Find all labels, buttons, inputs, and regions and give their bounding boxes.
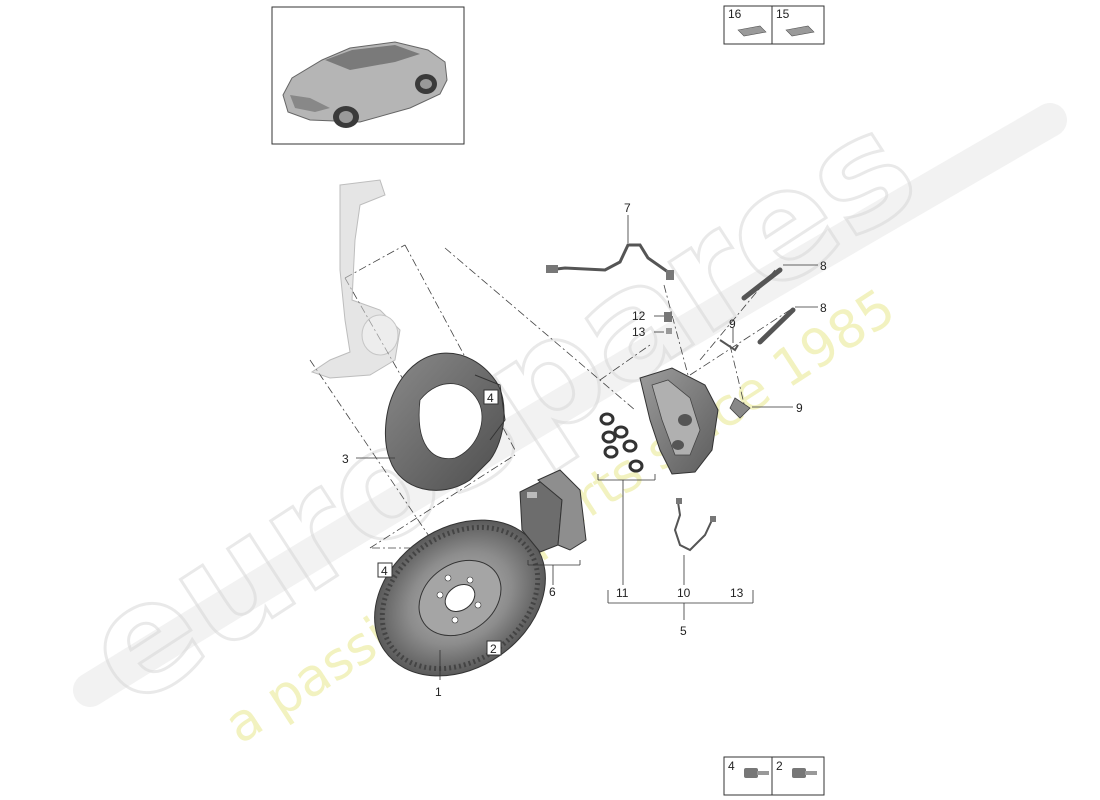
callout-box-2 xyxy=(486,640,502,656)
screw-icon xyxy=(744,768,769,778)
callout-9-upper: 9 xyxy=(729,317,736,331)
callout-1: 1 xyxy=(435,685,442,699)
ref-label-15: 15 xyxy=(776,7,790,21)
bleed-screw xyxy=(664,312,672,334)
brake-hose xyxy=(546,243,674,280)
vehicle-thumbnail xyxy=(271,6,465,145)
leader-lines xyxy=(356,215,818,680)
callout-2: 2 xyxy=(490,642,497,656)
callout-8-upper: 8 xyxy=(820,259,827,273)
callout-13-lower: 13 xyxy=(730,586,744,600)
screw-icon xyxy=(792,768,817,778)
shim-icon xyxy=(785,25,815,37)
callout-3: 3 xyxy=(342,452,349,466)
callout-11: 11 xyxy=(616,586,629,600)
callout-12: 12 xyxy=(632,309,646,323)
callout-5: 5 xyxy=(680,624,687,638)
ref-label-2: 2 xyxy=(776,759,783,773)
wear-sensor xyxy=(673,498,716,552)
steering-knuckle xyxy=(310,179,401,379)
callout-10: 10 xyxy=(677,586,691,600)
callout-7: 7 xyxy=(624,201,631,215)
callout-4-upper: 4 xyxy=(487,391,494,405)
callout-9-lower: 9 xyxy=(796,401,803,415)
callout-6: 6 xyxy=(549,585,556,599)
brake-caliper xyxy=(639,367,719,475)
ref-label-4: 4 xyxy=(728,759,735,773)
callout-4-lower: 4 xyxy=(381,564,388,578)
callout-labels: 1 2 3 4 4 5 6 7 8 8 9 9 10 11 12 13 13 xyxy=(342,201,827,699)
callout-8-lower: 8 xyxy=(820,301,827,315)
watermark: eurospares a passion for parts since 198… xyxy=(53,76,1067,756)
car-suv-icon xyxy=(282,41,448,128)
callout-box-4-lower xyxy=(377,562,393,578)
callout-13-upper: 13 xyxy=(632,325,646,339)
piston-seals xyxy=(599,412,644,473)
reference-box-top: 16 15 xyxy=(723,5,825,45)
brake-dust-shield xyxy=(385,352,506,491)
ref-label-16: 16 xyxy=(728,7,742,21)
caliper-bolts xyxy=(741,267,796,345)
brake-pads xyxy=(519,469,587,553)
reference-box-bottom: 4 2 xyxy=(723,756,825,796)
shim-icon xyxy=(737,25,767,37)
spring-clip xyxy=(719,339,751,419)
callout-box-4-upper xyxy=(483,389,499,405)
